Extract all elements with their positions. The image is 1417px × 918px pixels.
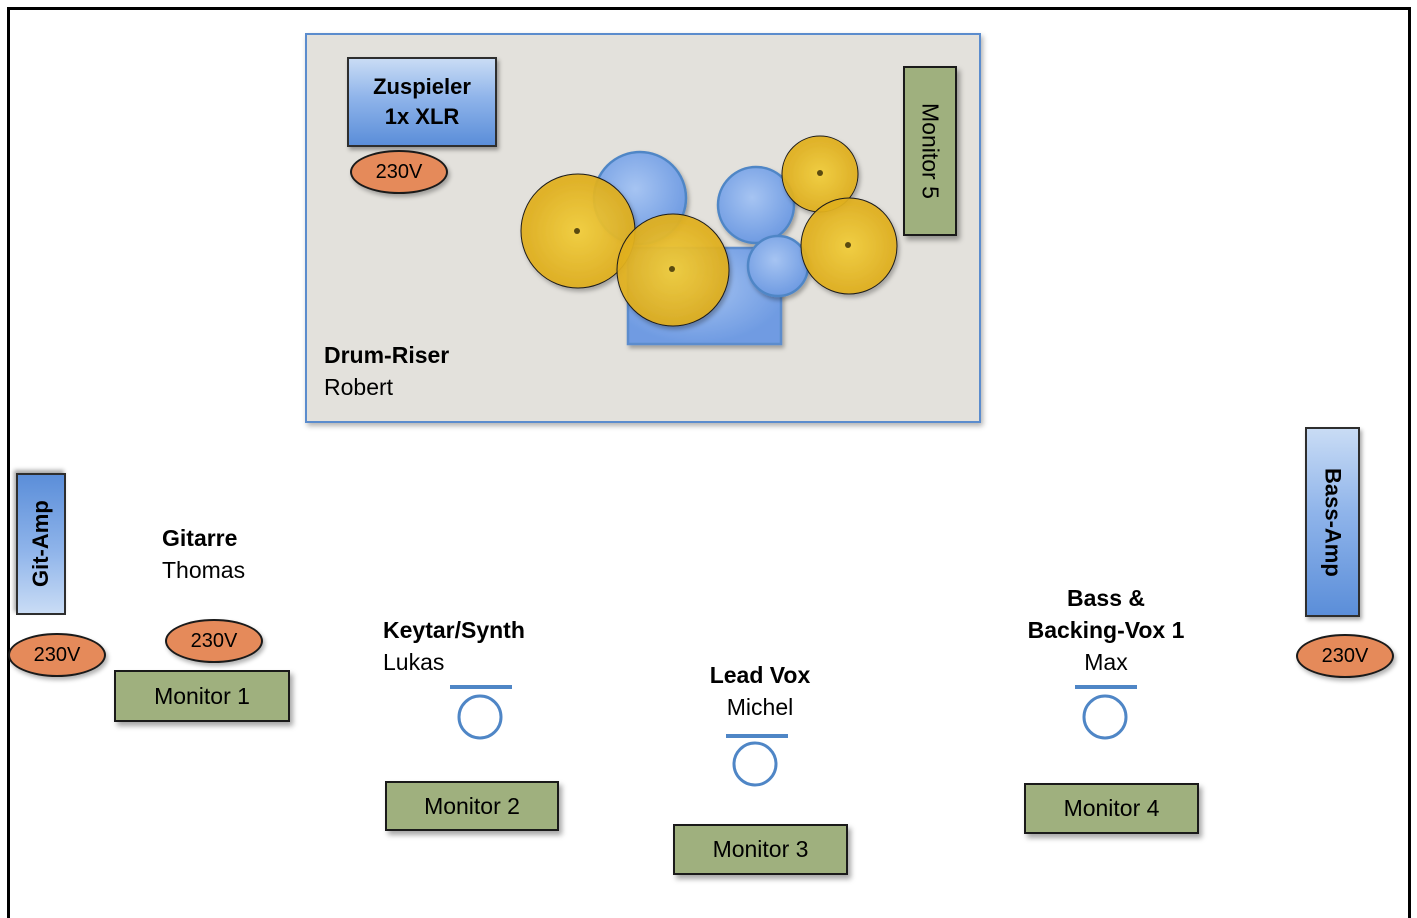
keytar-name: Lukas	[383, 649, 445, 675]
keytar-role: Keytar/Synth	[383, 617, 525, 643]
keytar-label: Keytar/Synth Lukas	[383, 614, 525, 678]
bass-amp: Bass-Amp	[1305, 427, 1360, 617]
power-label: 230V	[375, 160, 423, 183]
power-label: 230V	[33, 643, 81, 666]
leadvox-label: Lead Vox Michel	[660, 659, 860, 723]
bass-role-line2: Backing-Vox 1	[1027, 617, 1185, 643]
drum-riser-label: Drum-Riser Robert	[324, 339, 449, 403]
monitor-1-label: Monitor 1	[154, 682, 250, 709]
cymbal-center-ride	[845, 242, 851, 248]
gitarre-label: Gitarre Thomas	[162, 522, 245, 586]
git-amp-label: Git-Amp	[28, 500, 53, 588]
cymbal-center-crash	[669, 266, 675, 272]
monitor-3-label: Monitor 3	[712, 836, 809, 862]
bass-role-line1: Bass &	[1067, 585, 1145, 611]
power-outlet-git-amp: 230V	[8, 633, 106, 677]
snare-drum	[746, 234, 810, 298]
monitor-5-label: Monitor 5	[917, 103, 944, 199]
monitor-3: Monitor 3	[673, 824, 848, 875]
cymbal-center-hihat	[574, 228, 580, 234]
monitor-2: Monitor 2	[385, 781, 559, 831]
leadvox-name: Michel	[726, 694, 794, 720]
power-outlet-bass-amp: 230V	[1296, 634, 1394, 678]
zuspieler-label-line1: Zuspieler	[373, 74, 471, 99]
monitor-2-label: Monitor 2	[424, 792, 520, 819]
power-outlet-gitarre: 230V	[165, 619, 263, 663]
gitarre-role: Gitarre	[162, 525, 238, 551]
gitarre-name: Thomas	[162, 557, 246, 583]
drum-riser-name: Robert	[324, 374, 394, 400]
power-label: 230V	[1321, 644, 1369, 667]
zuspieler-label-line2: 1x XLR	[384, 104, 460, 129]
power-label: 230V	[190, 629, 238, 652]
mic-bass	[1082, 694, 1128, 740]
drum-riser-title: Drum-Riser	[324, 342, 450, 368]
zuspieler-box: Zuspieler 1x XLR	[347, 57, 497, 147]
monitor-5: Monitor 5	[903, 66, 957, 236]
bass-name: Max	[1084, 649, 1128, 675]
git-amp: Git-Amp	[16, 473, 66, 615]
bass-label: Bass & Backing-Vox 1 Max	[990, 582, 1222, 678]
bass-amp-label: Bass-Amp	[1320, 467, 1346, 577]
mic-leadvox	[732, 741, 778, 787]
monitor-1: Monitor 1	[114, 670, 290, 722]
cymbal-center-splash	[817, 170, 823, 176]
power-outlet-zuspieler: 230V	[350, 150, 448, 194]
monitor-4-label: Monitor 4	[1063, 795, 1160, 821]
monitor-4: Monitor 4	[1024, 783, 1199, 834]
leadvox-role: Lead Vox	[709, 662, 811, 688]
mic-keytar	[457, 694, 503, 740]
tom-2	[716, 165, 796, 245]
